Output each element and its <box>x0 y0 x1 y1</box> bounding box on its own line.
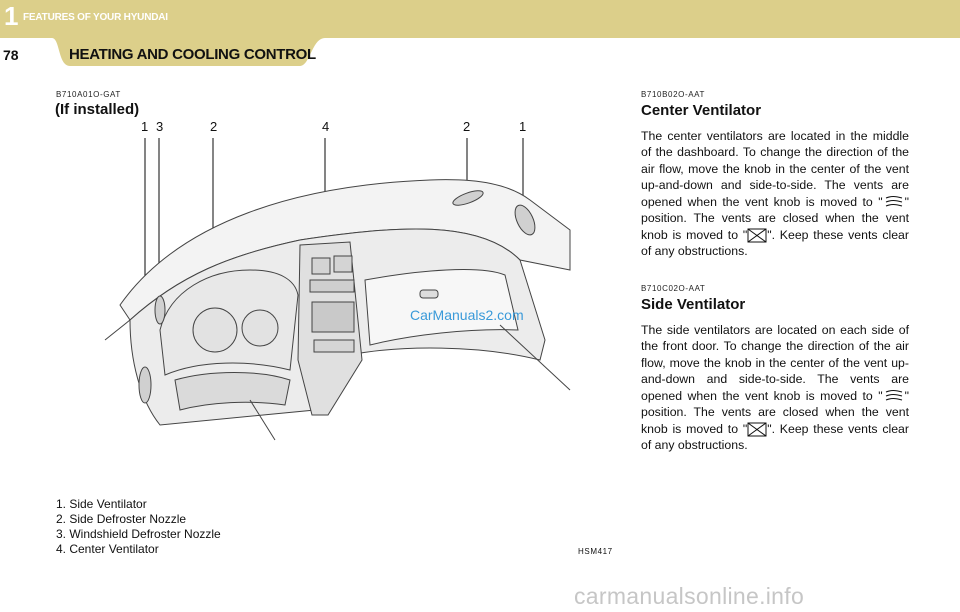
callout-side-defroster-left: 3 <box>156 119 164 134</box>
center-ventilator-text-part1: The center ventilators are located in th… <box>641 129 909 209</box>
section-title: HEATING AND COOLING CONTROL <box>69 46 316 63</box>
left-heading: (If installed) <box>55 101 140 118</box>
header-band <box>0 0 960 66</box>
side-ventilator-title: Side Ventilator <box>641 296 746 313</box>
chapter-number: 1 <box>4 1 19 31</box>
center-ventilator-text: The center ventilators are located in th… <box>641 128 909 260</box>
radio-unit <box>311 301 355 333</box>
side-ventilator-text: The side ventilators are located on each… <box>641 322 909 454</box>
vent-closed-icon <box>747 228 767 243</box>
page-number: 78 <box>3 47 19 63</box>
side-defroster-right <box>452 190 484 206</box>
center-ventilator-code: B710B02O-AAT <box>641 90 705 99</box>
legend-item: 2. Side Defroster Nozzle <box>56 512 187 526</box>
vent-open-icon <box>885 196 902 207</box>
center-ventilator-title: Center Ventilator <box>641 102 762 119</box>
figure-legend: 1. Side Ventilator 2. Side Defroster Noz… <box>56 497 221 557</box>
dashboard-illustration <box>104 138 571 441</box>
center-vent-left <box>311 257 331 275</box>
vent-open-icon <box>885 390 902 401</box>
side-ventilator-text-part1: The side ventilators are located on each… <box>641 323 909 403</box>
center-ventilator-section: B710B02O-AAT Center Ventilator The cente… <box>641 90 909 260</box>
side-ventilator-section: B710C02O-AAT Side Ventilator The side ve… <box>641 284 909 454</box>
callout-center-ventilator: 4 <box>322 119 330 134</box>
side-ventilator-text-part3: ". Keep these vents clear of any obstruc… <box>641 421 909 453</box>
page-header: 1 FEATURES OF YOUR HYUNDAI 78 HEATING AN… <box>0 0 960 70</box>
side-vent-right <box>514 204 536 236</box>
legend-item: 4. Center Ventilator <box>56 542 159 556</box>
side-vent-left <box>138 366 152 404</box>
legend-item: 1. Side Ventilator <box>56 497 147 511</box>
footer-watermark: carmanualsonline.info <box>574 583 805 609</box>
legend-item: 3. Windshield Defroster Nozzle <box>56 527 221 541</box>
vent-closed-icon <box>747 422 767 437</box>
callout-side-ventilator-right: 1 <box>519 119 527 134</box>
center-vent-right <box>333 255 353 273</box>
center-ventilator-text-part2: " position. The vents are closed when th… <box>641 194 909 242</box>
chapter-title: FEATURES OF YOUR HYUNDAI <box>23 12 168 23</box>
side-ventilator-code: B710C02O-AAT <box>641 284 706 293</box>
side-defroster-left <box>154 295 166 325</box>
callout-side-ventilator-left: 1 <box>141 119 149 134</box>
watermark-carmanuals: CarManuals2.com <box>410 307 524 323</box>
callout-side-defroster-right: 2 <box>463 119 471 134</box>
figure-id: HSM417 <box>578 547 613 556</box>
left-section-code: B710A01O-GAT <box>56 90 121 99</box>
callout-windshield-defroster: 2 <box>210 119 218 134</box>
side-ventilator-text-part2: " position. The vents are closed when th… <box>641 388 909 436</box>
center-ventilator-text-part3: ". Keep these vents clear of any obstruc… <box>641 227 909 259</box>
